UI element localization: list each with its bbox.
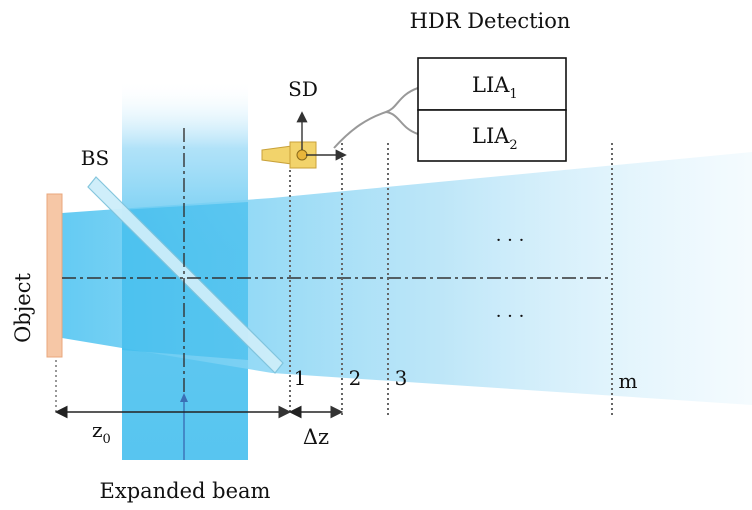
bs-label: BS <box>81 146 109 170</box>
expanded-beam-label: Expanded beam <box>100 479 271 503</box>
object-label: Object <box>11 273 35 343</box>
ellipsis-upper: · · · <box>496 230 525 251</box>
object-plate <box>46 193 63 358</box>
ellipsis-lower: · · · <box>496 306 525 327</box>
beam-splitter <box>87 176 284 374</box>
lia-2-label: LIA2 <box>472 124 518 153</box>
sd-label: SD <box>288 77 318 101</box>
z0-label: z0 <box>92 418 111 447</box>
lia-box-2 <box>417 109 567 162</box>
plane-label-1: 1 <box>294 366 307 390</box>
hdr-detection-title: HDR Detection <box>410 9 571 33</box>
lia-1-label: LIA1 <box>472 73 518 102</box>
detector-aperture <box>296 149 308 161</box>
beam-direction-arrowhead <box>180 393 188 402</box>
plane-label-2: 2 <box>349 366 362 390</box>
detector-cone <box>261 145 293 165</box>
signal-cable <box>333 87 419 149</box>
delta-z-label: Δz <box>303 425 329 449</box>
plane-label-3: 3 <box>395 366 408 390</box>
plane-label-m: m <box>619 369 638 393</box>
